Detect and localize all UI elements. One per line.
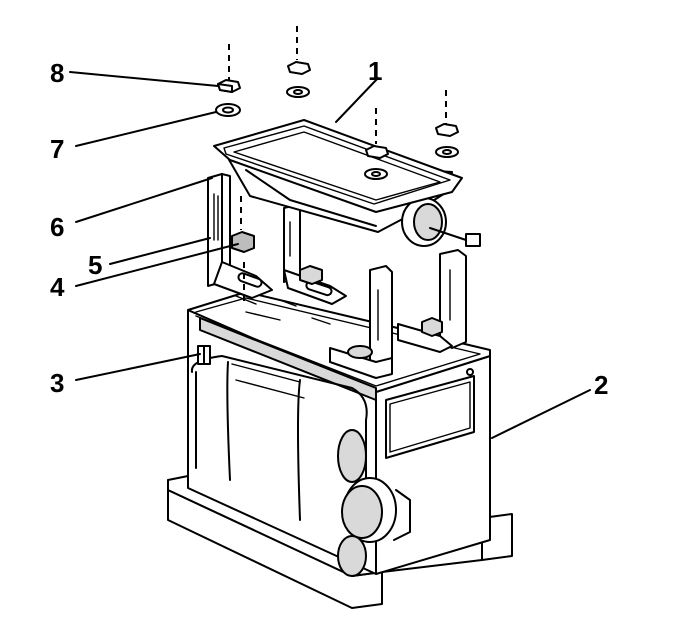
top-cover-assembly — [213, 119, 481, 247]
callout-3: 3 — [50, 368, 64, 398]
nut-8 — [217, 79, 241, 93]
callout-1: 1 — [368, 56, 382, 86]
callout-2: 2 — [594, 370, 608, 400]
fasteners — [215, 26, 459, 306]
callout-8: 8 — [50, 58, 64, 88]
callout-labels: 1 2 3 4 5 6 7 8 — [50, 56, 608, 400]
housing-assembly — [167, 291, 513, 609]
callout-6: 6 — [50, 212, 64, 242]
callout-7: 7 — [50, 134, 64, 164]
callout-5: 5 — [88, 250, 102, 280]
leader-lines — [69, 71, 591, 439]
bracket-assembly — [207, 173, 467, 379]
callout-4: 4 — [50, 272, 65, 302]
